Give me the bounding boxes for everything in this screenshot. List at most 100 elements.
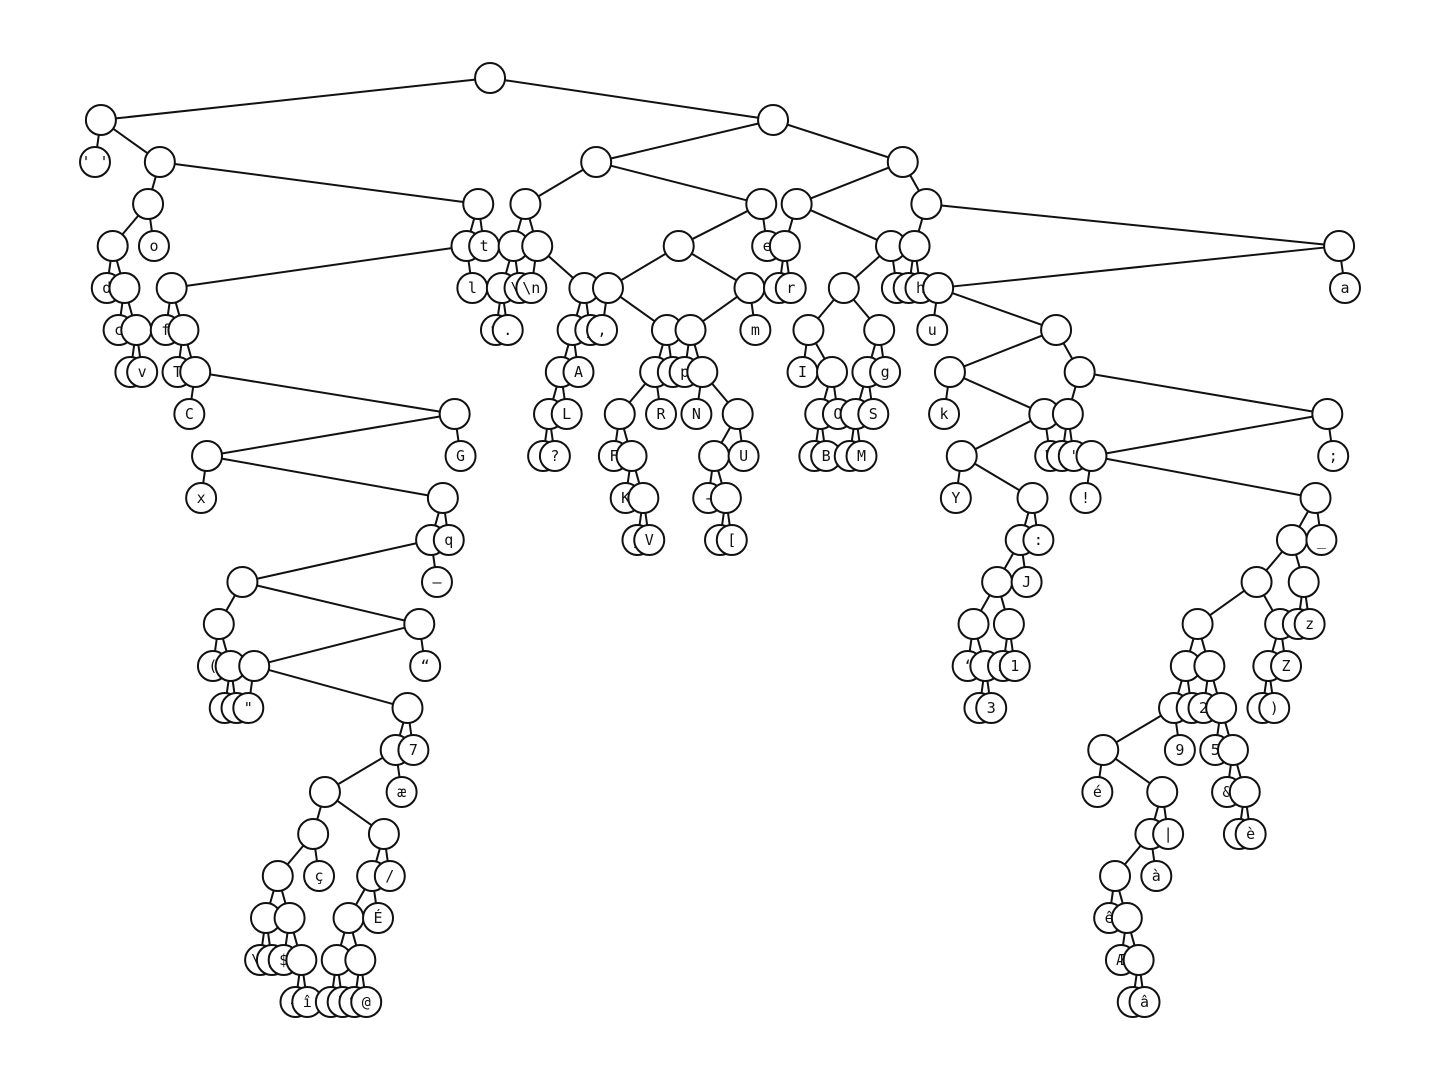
tree-edge — [1177, 680, 1183, 694]
tree-edge — [968, 638, 973, 652]
node-circle — [1075, 440, 1108, 472]
tree-edge — [1033, 512, 1038, 526]
tree-edge — [337, 974, 342, 988]
internal-node — [403, 608, 436, 640]
node-circle — [1163, 734, 1196, 766]
internal-node — [757, 104, 790, 136]
tree-edge — [638, 512, 643, 526]
tree-edge — [1122, 932, 1126, 946]
tree-edge — [256, 542, 417, 580]
tree-edge — [1204, 680, 1209, 694]
internal-node — [285, 944, 318, 976]
internal-node — [226, 566, 259, 598]
node-circle — [957, 608, 990, 640]
tree-edge — [537, 168, 584, 198]
tree-edge — [119, 302, 124, 316]
tree-edge — [504, 260, 511, 274]
node-circle — [491, 314, 524, 346]
node-circle — [715, 524, 748, 556]
tree-edge — [355, 888, 366, 906]
leaf-node: ! — [1069, 482, 1102, 514]
internal-node — [202, 608, 235, 640]
leaf-node: ) — [1258, 692, 1291, 724]
internal-node — [155, 272, 188, 304]
node-label: “ — [421, 657, 430, 675]
tree-edge — [532, 260, 537, 274]
tree-edge — [361, 974, 366, 988]
node-circle — [768, 230, 801, 262]
internal-node — [603, 398, 636, 430]
tree-edge — [174, 302, 181, 316]
node-label: 1 — [1010, 657, 1019, 675]
leaf-node: m — [739, 314, 772, 346]
leaf-node: 9 — [1163, 734, 1196, 766]
leaf-node: a — [1329, 272, 1361, 304]
tree-edge — [1000, 596, 1006, 610]
tree-edge — [915, 260, 920, 274]
tree-edge — [1269, 680, 1274, 694]
internal-node — [308, 776, 341, 808]
tree-edge — [1281, 638, 1285, 652]
tree-edge — [214, 638, 218, 652]
internal-node — [591, 272, 624, 304]
node-label: x — [197, 489, 206, 507]
leaf-node: J — [1010, 566, 1043, 598]
leaf-node: L — [550, 398, 583, 430]
tree-edge — [702, 295, 738, 323]
tree-edge — [1123, 844, 1142, 866]
leaf-node: â — [1128, 986, 1161, 1018]
node-circle — [420, 566, 453, 598]
tree-edge — [952, 246, 1325, 288]
node-circle — [143, 146, 176, 178]
node-circle — [1016, 482, 1049, 514]
tree-edge — [221, 457, 429, 497]
node-circle — [1305, 524, 1338, 556]
internal-node — [297, 818, 330, 850]
node-circle — [992, 608, 1025, 640]
tree-edge — [1151, 848, 1156, 862]
node-label: " — [244, 699, 253, 717]
node-circle — [1140, 860, 1173, 892]
node-circle — [827, 272, 860, 304]
node-circle — [627, 482, 660, 514]
tree-edge — [858, 386, 865, 400]
tree-edge — [892, 260, 896, 274]
tree-edge — [1062, 342, 1074, 360]
node-circle — [780, 188, 813, 220]
tree-edge — [814, 342, 826, 360]
node-circle — [1152, 818, 1185, 850]
node-label: è — [1246, 825, 1255, 843]
internal-node — [1287, 566, 1320, 598]
tree-edge — [810, 166, 890, 200]
tree-edge — [1098, 764, 1103, 778]
tree-edge — [620, 252, 667, 282]
tree-edge — [780, 260, 784, 274]
tree-edge — [336, 799, 373, 827]
node-circle — [367, 818, 400, 850]
leaf-node: Z — [1270, 650, 1303, 682]
tree-edge — [909, 174, 920, 192]
tree-edge — [1212, 680, 1219, 694]
internal-node — [1228, 776, 1261, 808]
tree-edge — [1094, 373, 1313, 413]
node-label: | — [1164, 825, 1173, 843]
node-label: ( — [208, 657, 217, 675]
node-circle — [1110, 902, 1143, 934]
tree-edge — [1004, 638, 1008, 652]
tree-edge — [809, 209, 878, 241]
leaf-node: x — [185, 482, 218, 514]
tree-edge — [668, 344, 672, 358]
tree-edge — [787, 123, 889, 159]
tree-edge — [373, 890, 377, 904]
node-label: h — [916, 279, 925, 297]
leaf-node: à — [1140, 860, 1173, 892]
node-circle — [462, 188, 495, 220]
tree-edge — [225, 594, 236, 612]
tree-edge — [974, 419, 1032, 451]
node-circle — [698, 440, 731, 472]
tree-edge — [693, 344, 700, 358]
leaf-node: / — [373, 860, 406, 892]
node-circle — [739, 314, 772, 346]
node-circle — [179, 356, 212, 388]
tree-edge — [974, 462, 1021, 492]
